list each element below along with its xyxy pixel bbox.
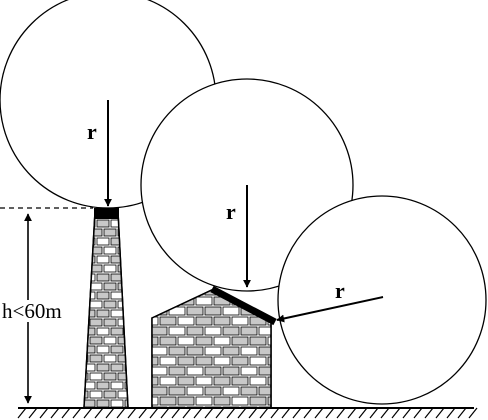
house <box>151 285 277 409</box>
height-label: h<60m <box>2 299 62 323</box>
tower <box>83 208 129 409</box>
ground <box>17 407 478 419</box>
sphere-3 <box>277 195 487 405</box>
radius-label-1: r <box>87 119 97 144</box>
tower-cap <box>94 208 119 219</box>
radius-arrow-3 <box>276 296 384 323</box>
radius-label-2: r <box>226 199 236 224</box>
house-roof-rod <box>210 285 277 326</box>
radius-label-3: r <box>335 278 345 303</box>
